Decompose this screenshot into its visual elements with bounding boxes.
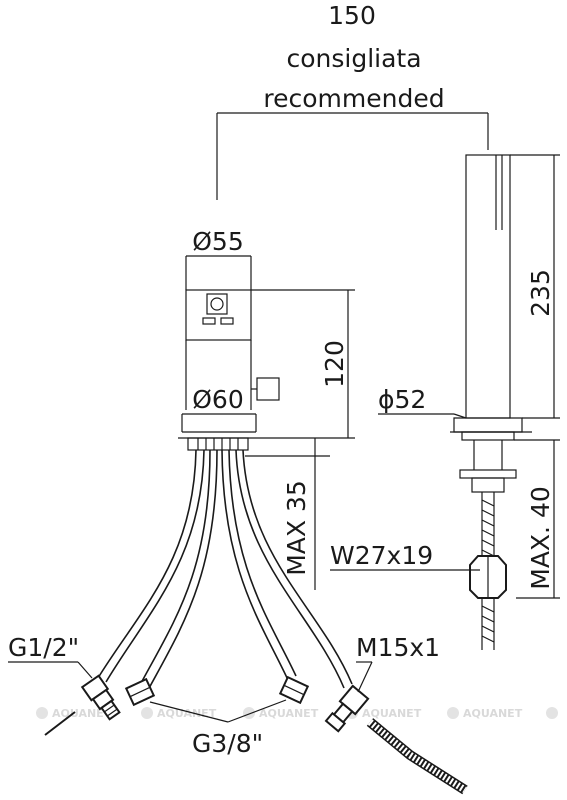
inlet-fitting-1: [124, 677, 156, 707]
hose-thread-label: M15x1: [356, 633, 440, 662]
spout-height-label: 235: [526, 269, 555, 317]
inlet-left-label: G1/2": [8, 633, 79, 662]
watermark-logo-icon: [243, 707, 255, 719]
spout-thread-dimension: W27x19: [330, 541, 480, 571]
watermark-text: AQUANET: [52, 707, 112, 720]
watermark-logo-icon: [36, 707, 48, 719]
spout-deck-max-label: MAX. 40: [526, 486, 555, 590]
supply-hoses: [97, 449, 353, 691]
hose-connector-fitting: [324, 684, 370, 733]
watermark-text: AQUANET: [362, 707, 422, 720]
spout-height-dimension: 235: [510, 154, 560, 419]
spout-base-diameter-label: ϕ52: [378, 385, 426, 414]
inlet-labels: G1/2" G3/8" M15x1: [8, 633, 440, 758]
mixer-deck-max-label: MAX 35: [282, 480, 311, 576]
mixer-body: Ø55 Ø60: [178, 227, 280, 451]
inlet-fitting-2: [278, 675, 310, 705]
watermark-text: AQUANET: [157, 707, 217, 720]
watermark-logo-icon: [546, 707, 558, 719]
inlet-left-fitting: [80, 674, 121, 721]
inlet-pair-label: G3/8": [192, 729, 263, 758]
watermark-logo-icon: [447, 707, 459, 719]
spout-base-dimension: ϕ52: [378, 385, 467, 419]
mixer-base-diameter-label: Ø60: [192, 385, 244, 414]
spout-thread-label: W27x19: [330, 541, 433, 570]
mixer-height-dimension: 120: [251, 289, 355, 439]
spacing-dimension: 150 consigliata recommended: [216, 1, 489, 200]
hose-fittings: [44, 674, 468, 795]
mixer-lever-icon: [256, 377, 280, 401]
mixer-indicator-icon: [206, 293, 228, 315]
spacing-it-label: consigliata: [286, 44, 421, 73]
mixer-dial-icon: [210, 297, 224, 311]
spacing-value-label: 150: [328, 1, 376, 30]
watermark-text: AQUANET: [463, 707, 523, 720]
spacing-en-label: recommended: [263, 84, 444, 113]
watermark-logo-icon: [141, 707, 153, 719]
spout-deck-dimension: MAX. 40: [514, 439, 560, 599]
mixer-top-diameter-label: Ø55: [192, 227, 244, 256]
watermark-text: AQUANET: [259, 707, 319, 720]
mixer-height-label: 120: [320, 340, 349, 388]
hand-shower: [450, 154, 532, 650]
mixer-deck-dimension: MAX 35: [245, 438, 330, 590]
